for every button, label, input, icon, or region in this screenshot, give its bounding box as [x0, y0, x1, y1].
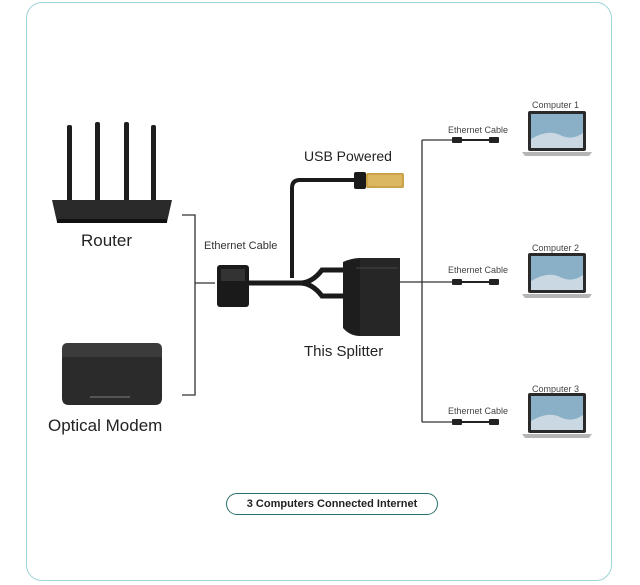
laptop-icon [522, 253, 592, 298]
ethernet-cable-label: Ethernet Cable [204, 240, 278, 252]
ethernet-mini-cable-icon [452, 137, 499, 143]
output-cable-label-2: Ethernet Cable [448, 265, 509, 275]
computer-label-3: Computer 3 [532, 384, 580, 394]
router-icon [52, 122, 172, 223]
usb-plug-icon [366, 173, 404, 188]
usb-cable [290, 172, 366, 278]
computer-label-1: Computer 1 [532, 100, 580, 110]
ethernet-mini-cable-icon [452, 279, 499, 285]
ethernet-mini-cable-icon [452, 419, 499, 425]
modem-icon [62, 343, 162, 405]
output-cable-label-3: Ethernet Cable [448, 406, 509, 416]
usb-powered-label: USB Powered [304, 148, 392, 164]
output-tree [400, 139, 452, 423]
splitter-label: This Splitter [304, 343, 384, 360]
splitter-cable [249, 267, 345, 299]
laptop-icon [522, 393, 592, 438]
footer-badge: 3 Computers Connected Internet [226, 493, 438, 515]
modem-label: Optical Modem [48, 416, 163, 435]
laptop-icon [522, 111, 592, 156]
computer-label-2: Computer 2 [532, 243, 580, 253]
router-label: Router [81, 231, 133, 250]
diagram-frame [26, 2, 612, 581]
splitter-icon [343, 258, 400, 336]
input-bracket [182, 214, 215, 396]
output-cable-label-1: Ethernet Cable [448, 125, 509, 135]
rj45-input-plug-icon [217, 265, 249, 307]
